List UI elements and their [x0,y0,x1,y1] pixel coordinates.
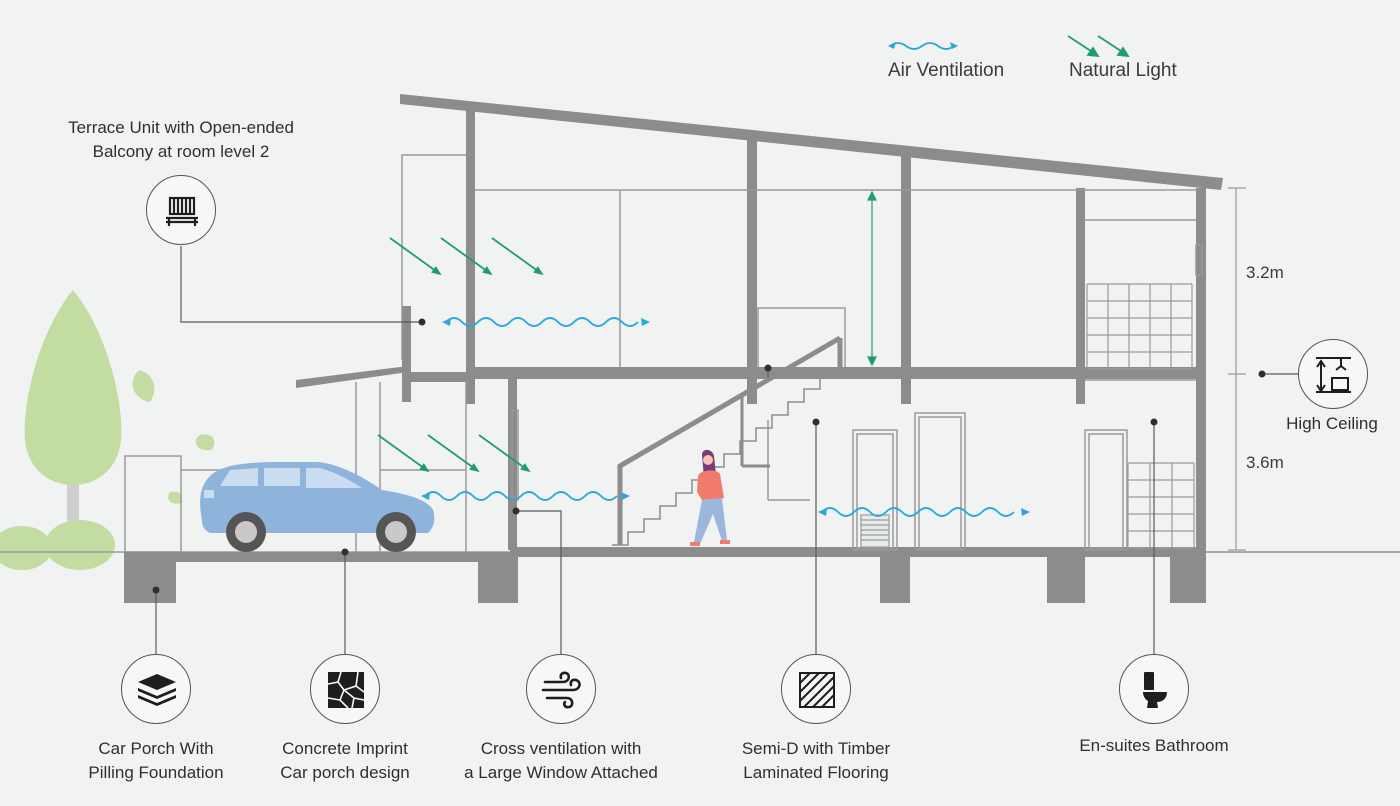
light-arrow [491,237,544,276]
car-porch-callout-label: Car Porch With Pilling Foundation [56,737,256,785]
interior-lines [355,154,1203,552]
concrete-callout-label: Concrete Imprint Car porch design [245,737,445,785]
light-arrow [478,434,531,473]
wind-icon [526,654,596,724]
bathroom-callout-line1: En-suites Bathroom [1079,736,1229,755]
natural-light-arrows [377,237,544,473]
car-porch-callout-line1: Car Porch With [98,739,214,758]
light-arrow [440,237,493,276]
lower-height-label: 3.6m [1246,453,1284,472]
person-illustration [690,449,730,546]
glass-block-walls [1086,283,1195,549]
car-illustration [200,462,435,552]
high-ceiling-icon [1298,339,1368,409]
flooring-callout-line1: Semi-D with Timber [741,739,891,758]
light-arrow [389,237,442,276]
high-ceiling-callout-line1: High Ceiling [1286,414,1378,433]
ceiling-height-marker [867,190,877,367]
staircase [612,335,843,546]
upper-floor-slab [404,367,1206,382]
ventilation-callout-line2: a Large Window Attached [464,763,658,782]
terrace-callout-line2: Balcony at room level 2 [92,142,270,161]
upper-height-label: 3.2m [1246,263,1284,282]
high-ceiling-callout-label: High Ceiling [1262,412,1400,436]
air-wave [421,491,630,501]
bathroom-callout-label: En-suites Bathroom [1044,734,1264,758]
layers-icon [121,654,191,724]
legend-air-ventilation-label: Air Ventilation [888,60,1005,81]
porch-roof [296,366,408,388]
car-porch-callout-line2: Pilling Foundation [88,763,224,782]
legend-natural-light-label: Natural Light [1069,60,1177,81]
toilet-icon [1119,654,1189,724]
vent-grille [860,514,890,548]
legend-air-ventilation-icon [888,42,958,50]
terrace-callout-line1: Terrace Unit with Open-ended [68,118,294,137]
concrete-callout-line1: Concrete Imprint [282,739,408,758]
flooring-callout-label: Semi-D with Timber Laminated Flooring [706,737,926,785]
callout-dots [152,318,1266,594]
terrace-callout-label: Terrace Unit with Open-ended Balcony at … [31,116,331,164]
light-arrow [427,434,480,473]
foundations [124,547,1206,603]
air-wave [442,317,650,327]
legend-natural-light-icon [1067,35,1130,58]
light-arrow [377,434,430,473]
timber-floor-icon [781,654,851,724]
balcony-icon [146,175,216,245]
ventilation-callout-line1: Cross ventilation with [480,739,642,758]
ventilation-callout-label: Cross ventilation with a Large Window At… [436,737,686,785]
dimension-line [1206,187,1400,553]
flooring-callout-line2: Laminated Flooring [743,763,889,782]
air-ventilation-waves [421,317,1030,517]
air-wave [818,507,1030,517]
callout-leaders [155,246,1298,654]
concrete-callout-line2: Car porch design [280,763,410,782]
doors [852,412,1128,551]
tree-illustration [0,290,215,570]
stone-pattern-icon [310,654,380,724]
main-roof [400,94,1223,190]
